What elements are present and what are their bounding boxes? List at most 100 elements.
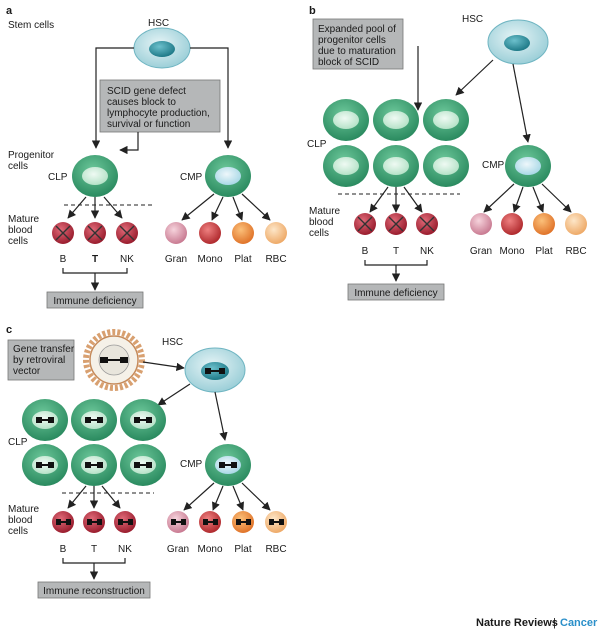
- panel-c-cmp-arrow-rbc: [241, 482, 271, 511]
- panel-c-clp-cell: [71, 399, 117, 441]
- panel-b-clp-cell: [373, 145, 419, 187]
- panel-c-cmp-arrow-gran: [183, 482, 215, 511]
- panel-c-box-line-1: Gene transfer: [13, 344, 75, 355]
- panel-a-clp-cell: [72, 155, 118, 197]
- panel-b-clp-cell: [323, 99, 369, 141]
- panel-b-mature-b-cell: [354, 213, 376, 235]
- panel-a-box-line-2: causes block to: [107, 97, 176, 108]
- panel-c-clp-cell: [120, 444, 166, 486]
- panel-a: a Stem cells HSC SCID gene defect causes…: [6, 5, 287, 309]
- panel-c-label-b: B: [60, 544, 67, 555]
- panel-c-mature-label-2: blood: [8, 515, 32, 526]
- panel-b-clp-cell: [423, 99, 469, 141]
- panel-b-expanded-pool-box: Expanded pool of progenitor cells due to…: [312, 18, 404, 70]
- panel-b-label-rbc: RBC: [565, 246, 586, 257]
- panel-b-cmp-cell: [505, 145, 551, 187]
- panel-c-rbc-cell: [265, 511, 287, 533]
- panel-c-box-line-2: by retroviral: [13, 355, 65, 366]
- panel-b-hsc-label: HSC: [462, 14, 483, 25]
- panel-b-outcome-box: Immune deficiency: [347, 283, 445, 301]
- panel-b-box-line-3: due to maturation: [318, 46, 396, 57]
- panel-a-rbc-cell: [265, 222, 287, 244]
- panel-c-vector-arrow: [142, 361, 185, 372]
- panel-b-gran-cell: [470, 213, 492, 235]
- panel-a-label-mono: Mono: [197, 254, 222, 265]
- panel-a-box-line-4: survival or function: [107, 119, 190, 130]
- panel-c-cmp-arrow-mono: [212, 485, 224, 511]
- panel-a-hsc-cell: [133, 27, 191, 69]
- panel-b-label-plat: Plat: [535, 246, 552, 257]
- panel-a-label-b: B: [60, 254, 67, 265]
- panel-c-mature-nk-cell: [114, 511, 136, 533]
- panel-c-gene-transfer-box: Gene transfer by retroviral vector: [7, 339, 75, 381]
- panel-b-box-line-4: block of SCID: [318, 57, 379, 68]
- panel-a-label-t: T: [92, 254, 98, 265]
- panel-a-hsc-to-clp-arrow: [91, 47, 134, 149]
- panel-b-cmp-arrow-gran: [483, 183, 515, 213]
- panel-c-hsc-to-clp-arrow: [157, 383, 191, 406]
- panel-a-progenitor-label: Progenitor: [8, 150, 55, 161]
- panel-b-clp-cell: [423, 145, 469, 187]
- panel-c-cmp-arrow-plat: [232, 485, 244, 511]
- panel-b-clp-label: CLP: [307, 139, 327, 150]
- panel-c-label-plat: Plat: [234, 544, 251, 555]
- panel-c-label-nk: NK: [118, 544, 132, 555]
- panel-c-box-line-3: vector: [13, 366, 41, 377]
- panel-a-outcome-box: Immune deficiency: [46, 291, 144, 309]
- panel-a-cmp-arrow-rbc: [241, 193, 271, 221]
- panel-a-stem-cells-label: Stem cells: [8, 20, 54, 31]
- panel-a-clp-arrow-b: [67, 196, 87, 219]
- panel-a-label-gran: Gran: [165, 254, 187, 265]
- panel-a-hsc-label: HSC: [148, 18, 169, 29]
- panel-c-clp-label: CLP: [8, 437, 28, 448]
- panel-a-gran-cell: [165, 222, 187, 244]
- panel-c-outcome-bracket: [62, 558, 126, 572]
- panel-a-cmp-arrow-mono: [211, 196, 224, 221]
- panel-c-outcome-box: Immune reconstruction: [37, 581, 151, 599]
- panel-c-hsc-label: HSC: [162, 337, 183, 348]
- panel-c-mono-cell: [199, 511, 221, 533]
- panel-a-clp-label: CLP: [48, 172, 68, 183]
- panel-b-plat-cell: [533, 213, 555, 235]
- panel-c-label-gran: Gran: [167, 544, 189, 555]
- panel-b-label-gran: Gran: [470, 246, 492, 257]
- panel-b-clp-arrow-nk: [403, 186, 423, 213]
- panel-c-label-t: T: [91, 544, 97, 555]
- panel-b-hsc-to-cmp-arrow: [512, 63, 531, 143]
- panel-b-label-mono: Mono: [499, 246, 524, 257]
- panel-b: b Expanded pool of progenitor cells due …: [307, 5, 587, 301]
- panel-c: c Gene transfer by retroviral vector HSC: [6, 324, 287, 599]
- panel-c-cmp-cell: [205, 444, 251, 486]
- panel-c-hsc-cell: [184, 347, 246, 393]
- panel-b-mature-label-3: cells: [309, 228, 329, 239]
- panel-c-clp-arrow-b: [67, 485, 87, 509]
- panel-a-mature-b-cell: [52, 222, 74, 244]
- panel-a-mature-t-cell: [84, 222, 106, 244]
- panel-b-clp-arrow-b: [369, 186, 389, 213]
- panel-a-progenitor-label-2: cells: [8, 161, 28, 172]
- panel-b-mature-label: Mature: [309, 206, 341, 217]
- panel-a-label-plat: Plat: [234, 254, 251, 265]
- panel-b-cmp-arrow-mono: [512, 186, 524, 213]
- panel-a-mature-label-3: cells: [8, 236, 28, 247]
- panel-b-outcome-text: Immune deficiency: [354, 288, 437, 299]
- panel-b-mature-t-cell: [385, 213, 407, 235]
- panel-b-mature-label-2: blood: [309, 217, 333, 228]
- panel-c-clp-cell: [120, 399, 166, 441]
- panel-c-clp-arrow-nk: [101, 485, 121, 509]
- panel-b-label-b: B: [362, 246, 369, 257]
- panel-c-letter: c: [6, 324, 12, 336]
- panel-c-hsc-to-cmp-arrow: [214, 391, 228, 441]
- panel-c-mature-b-cell: [52, 511, 74, 533]
- panel-a-mature-nk-cell: [116, 222, 138, 244]
- panel-c-label-rbc: RBC: [265, 544, 286, 555]
- panel-c-plat-cell: [232, 511, 254, 533]
- panel-c-outcome-text: Immune reconstruction: [43, 586, 145, 597]
- panel-b-rbc-cell: [565, 213, 587, 235]
- panel-c-clp-cell: [71, 444, 117, 486]
- panel-c-mature-label: Mature: [8, 504, 40, 515]
- panel-a-box-line-1: SCID gene defect: [107, 86, 186, 97]
- panel-a-outcome-text: Immune deficiency: [53, 296, 136, 307]
- panel-b-label-nk: NK: [420, 246, 434, 257]
- panel-a-cmp-label: CMP: [180, 172, 203, 183]
